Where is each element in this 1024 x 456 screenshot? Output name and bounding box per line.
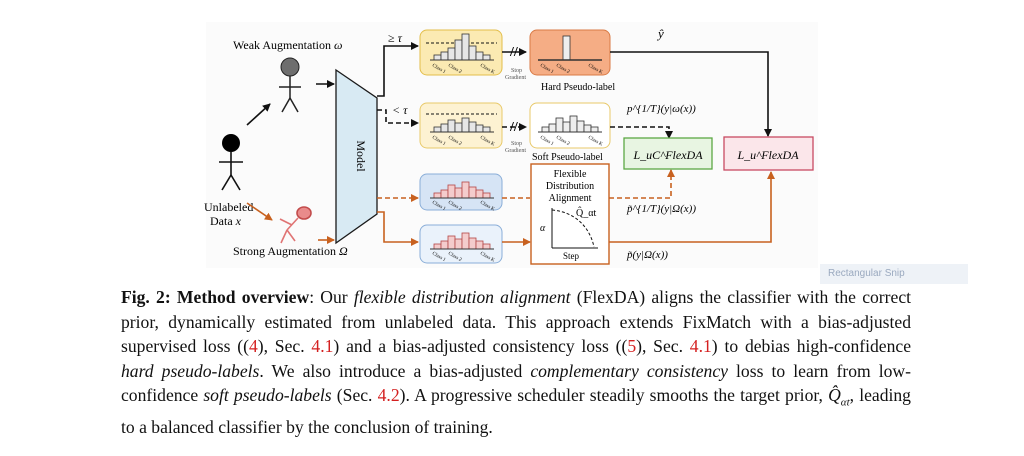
caption-text: . We also introduce a bias-adjusted	[259, 360, 531, 381]
flexible-distribution-alignment-box: Flexible Distribution Alignment α Q̂_αt …	[530, 163, 610, 265]
weak-aug-arrow	[246, 103, 271, 126]
stop-gradient-label-2: Gradient	[505, 75, 526, 81]
equation-ref-link[interactable]: 4	[248, 336, 258, 356]
fda-alpha-label: α	[540, 223, 546, 234]
class2-label: Class 2	[555, 63, 571, 75]
fda-to-luc-arrow	[609, 169, 675, 199]
class2-label: Class 2	[555, 135, 571, 147]
class1-label: Class 1	[431, 63, 447, 75]
stop-gradient-label-3: Stop	[511, 141, 522, 147]
unlabeled-label-line2: Data x	[210, 214, 242, 228]
fda-q-label: Q̂_αt	[576, 206, 596, 219]
caption-title: Method overview	[176, 287, 310, 307]
fda-title-line2: Distribution	[546, 181, 594, 192]
loss-uc-label: L_uC^FlexDA	[632, 148, 703, 162]
caption-text: (Sec.	[331, 385, 378, 405]
model-block	[335, 68, 378, 245]
weak-augmentation-figure	[279, 57, 301, 113]
p-weak-label: p^{1/T}(y|ω(x))	[626, 103, 696, 115]
p-strong-label: p̃(y|Ω(x))	[626, 249, 668, 261]
unlabeled-data-figure	[219, 134, 243, 191]
soft-pseudo-label-caption: Soft Pseudo-label	[532, 152, 603, 163]
soft-to-luc-arrow	[610, 126, 673, 139]
caption-emphasis: soft pseudo-labels	[203, 385, 332, 405]
caption-text: ), Sec.	[636, 336, 690, 356]
class1-label: Class 1	[431, 135, 447, 147]
section-ref-link[interactable]: 4.1	[689, 336, 712, 356]
caption-q-symbol: Q̂αt	[828, 385, 850, 409]
weak-unconfident-histogram: Class 1 Class 2 Class K	[419, 102, 503, 149]
equation-ref-link[interactable]: 5	[627, 336, 637, 356]
loss-u-label: L_u^FlexDA	[736, 148, 799, 162]
class1-label: Class 1	[431, 200, 447, 212]
weak-confident-histogram: Class 1 Class 2 Class K	[419, 29, 503, 76]
strong-histogram-1: Class 1 Class 2 Class K	[419, 173, 503, 213]
caption-text: , leading to a balanced classifier by th…	[121, 385, 911, 438]
figure-background	[206, 22, 818, 268]
class2-label: Class 2	[447, 251, 463, 263]
strong-augmentation-figure	[279, 206, 312, 244]
class2-label: Class 2	[447, 200, 463, 212]
lt-tau-branch	[377, 109, 419, 127]
hard-pseudo-label-caption: Hard Pseudo-label	[541, 82, 615, 93]
fda-step-label: Step	[563, 251, 580, 261]
fig-label: Fig. 2:	[121, 287, 171, 307]
caption-text: ) to debias high-confidence	[711, 336, 912, 356]
section-ref-link[interactable]: 4.1	[311, 336, 334, 356]
caption-text: loss to learn from low-confidence	[121, 360, 912, 406]
caption-text: : Our	[309, 287, 354, 307]
strong-aug-arrow	[246, 202, 273, 221]
fda-title-line3: Alignment	[549, 193, 592, 204]
strong-augmentation-label: Strong Augmentation Ω	[233, 244, 348, 258]
fda-title-line1: Flexible	[554, 169, 587, 180]
stop-gradient-label-1: Stop	[511, 68, 522, 74]
y-hat-label: ŷ	[656, 26, 664, 41]
rectangular-snip-tool[interactable]: Rectangular Snip	[820, 264, 968, 284]
caption-text: (FlexDA) aligns the classifier with the …	[121, 287, 912, 356]
caption-text: ), Sec.	[257, 336, 312, 356]
stop-gradient-mark-1: //	[509, 45, 519, 60]
class1-label: Class 1	[431, 251, 447, 263]
figure-caption: Fig. 2: Method overview: Our flexible di…	[121, 285, 911, 440]
caption-emphasis: flexible distribution alignment	[353, 287, 571, 307]
stop-gradient-label-4: Gradient	[505, 148, 526, 154]
fda-to-lu-arrow	[609, 171, 775, 243]
loss-uc-box: L_uC^FlexDA	[623, 137, 713, 170]
method-overview-figure: Weak Augmentation ω Unlabeled Data x Str…	[204, 22, 818, 268]
loss-u-box: L_u^FlexDA	[723, 136, 814, 171]
caption-text: ). A progressive scheduler steadily smoo…	[399, 385, 829, 405]
soft-pseudo-label-box: Class 1 Class 2 Class K	[529, 102, 611, 149]
hard-to-lu-arrow	[610, 51, 772, 137]
ge-tau-branch	[377, 42, 419, 97]
strong-solid-branch	[377, 211, 419, 246]
ge-tau-label: ≥ τ	[388, 31, 403, 45]
class2-label: Class 2	[447, 135, 463, 147]
stop-gradient-mark-2: //	[509, 120, 519, 135]
lt-tau-label: < τ	[392, 103, 408, 117]
section-ref-link[interactable]: 4.2	[377, 385, 400, 405]
caption-emphasis: hard pseudo-labels	[121, 360, 260, 381]
strong-histogram-2: Class 1 Class 2 Class K	[419, 224, 503, 264]
weak-augmentation-label: Weak Augmentation ω	[233, 38, 343, 52]
class1-label: Class 1	[539, 63, 555, 75]
model-label: Model	[354, 140, 368, 172]
unlabeled-label-line1: Unlabeled	[204, 200, 253, 214]
caption-text: ) and a bias-adjusted consistency loss (…	[333, 336, 628, 356]
class2-label: Class 2	[447, 63, 463, 75]
caption-emphasis: complementary consistency	[530, 360, 728, 381]
class1-label: Class 1	[539, 135, 555, 147]
hard-pseudo-label-box: Class 1 Class 2 Class K	[529, 29, 611, 76]
p-strong-temperature-label: p̃^{1/T}(y|Ω(x))	[626, 203, 696, 215]
